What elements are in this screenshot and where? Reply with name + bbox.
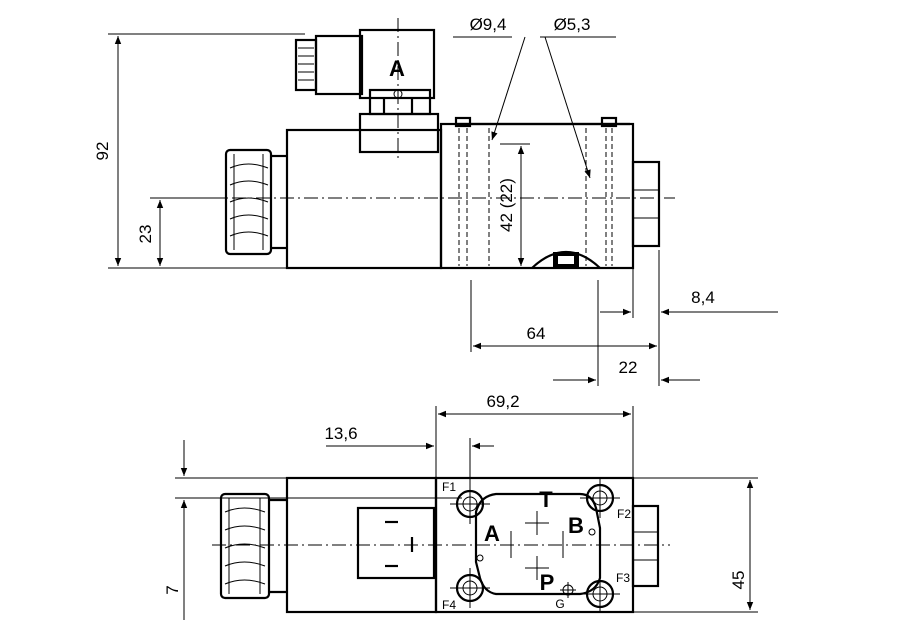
bolt-label-f4: F4 (442, 598, 456, 612)
connector-letter-a: A (389, 56, 405, 81)
port-t: T (539, 487, 553, 512)
dim-42: 42 (22) (497, 178, 516, 232)
manual-knob (224, 148, 287, 256)
connector-plan (356, 506, 436, 580)
port-p: P (540, 570, 555, 595)
manual-knob-plan (219, 492, 287, 600)
dim-22: 22 (619, 358, 638, 377)
dim-dia-5-3: Ø5,3 (554, 15, 591, 34)
dim-92: 92 (93, 142, 112, 161)
dim-7: 7 (163, 585, 182, 594)
dim-dia-9-4: Ø9,4 (470, 15, 507, 34)
solenoid-coil (285, 128, 443, 270)
dim-8-4: 8,4 (691, 288, 715, 307)
plan-view: 69,2 13,6 7 45 (163, 392, 758, 620)
dim-64: 64 (527, 324, 546, 343)
bolt-label-f3: F3 (616, 571, 630, 585)
dim-23: 23 (136, 225, 155, 244)
bolt-label-f2: F2 (617, 507, 631, 521)
port-b: B (568, 513, 584, 538)
port-a: A (484, 521, 500, 546)
dim-69-2: 69,2 (486, 392, 519, 411)
bolt-label-f1: F1 (442, 480, 456, 494)
connector-plug: A (294, 28, 440, 154)
dim-45: 45 (729, 571, 748, 590)
port-g: G (555, 597, 564, 611)
dim-13-6: 13,6 (324, 424, 357, 443)
valve-body-side (439, 116, 661, 270)
side-view: 92 23 (93, 15, 778, 386)
